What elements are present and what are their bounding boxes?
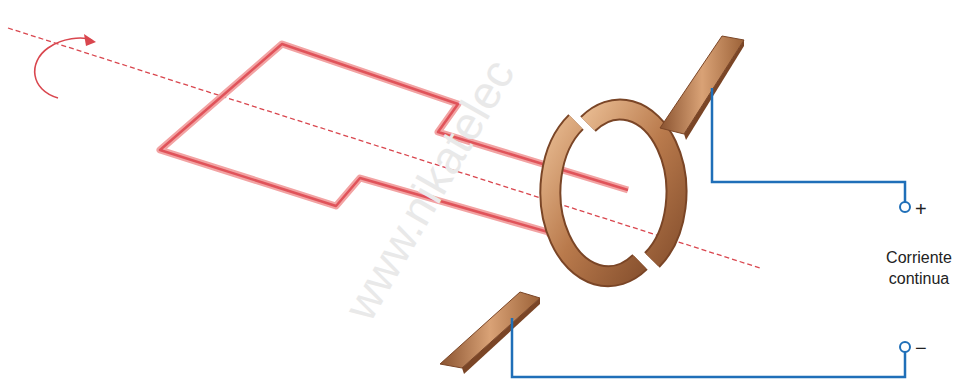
- terminal: [900, 202, 910, 212]
- rotation-arrow: [35, 34, 96, 98]
- brush: [440, 292, 540, 374]
- wire: [512, 318, 905, 377]
- current-label: Corriente continua: [863, 248, 975, 290]
- brush: [660, 36, 744, 140]
- wire: [712, 88, 905, 202]
- terminal: [900, 342, 910, 352]
- commutator-segment: [550, 122, 640, 276]
- polarity-sign: −: [915, 335, 927, 361]
- polarity-sign: +: [915, 196, 927, 222]
